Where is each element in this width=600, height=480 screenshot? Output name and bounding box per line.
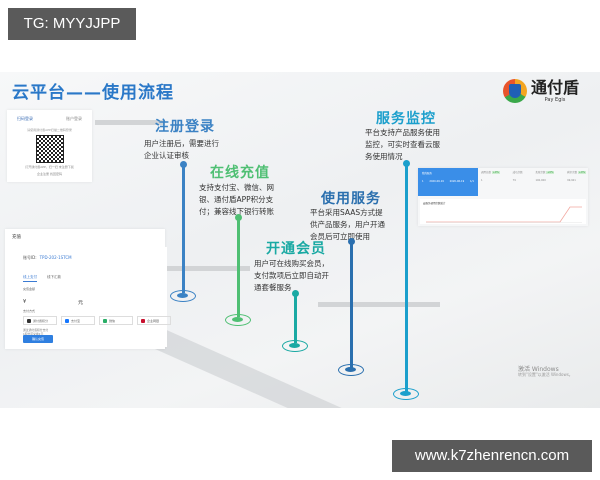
service-panel: 我的服务 1 2020-06-19 2020-06-19 1/1	[418, 168, 478, 196]
method-bank[interactable]: 企业网银	[137, 316, 171, 325]
timeline-pole	[350, 241, 353, 368]
divider-line	[318, 302, 440, 307]
qr-footer-line2: 企业注册 找回密码	[37, 172, 62, 176]
step-title-monitor: 服务监控	[376, 111, 436, 127]
payment-note: 通过通付盾积分支付 1积分可兑换1元	[23, 328, 49, 336]
slide: 云平台——使用流程 通付盾 Pay Egis 扫码登录 账户登录 请使用通付盾A…	[0, 72, 600, 408]
step-title-register: 注册登录	[155, 119, 215, 135]
step-title-recharge: 在线充值	[210, 165, 270, 181]
amount-label: 充值金额	[23, 287, 36, 291]
pole-base-icon	[338, 364, 364, 376]
method-alipay[interactable]: 支付宝	[61, 316, 95, 325]
confirm-recharge-button[interactable]: 确认充值	[23, 335, 53, 343]
divider-line	[100, 266, 250, 271]
step-desc-membership: 用户可在线购买会员， 支付款项后立即自动开 通套餐服务	[254, 259, 329, 292]
usage-chart: 云服务调用次数统计	[420, 199, 586, 224]
stat-remaining: 剩余次数 +0%99,921	[567, 171, 586, 182]
paytegis-logo: 通付盾 Pay Egis	[503, 76, 579, 106]
slide-title: 云平台——使用流程	[12, 83, 174, 103]
qr-subtitle: 请使用通付盾APP扫描二维码登录	[27, 128, 72, 132]
pole-base-icon	[170, 290, 196, 302]
timeline-pole	[294, 293, 297, 343]
timeline-pole	[182, 164, 185, 293]
recharge-header: 充值	[12, 235, 21, 240]
logo-name-cn: 通付盾	[531, 78, 580, 97]
shield-logo-icon	[503, 79, 527, 103]
step-desc-register: 用户注册后，需要进行 企业认证审核	[144, 139, 219, 160]
logo-name-en: Pay Egis	[544, 97, 566, 103]
step-desc-monitor: 平台支持产品服务使用 监控，可实时查看云服 务使用情况	[365, 128, 440, 161]
tab-qr-login[interactable]: 扫码登录	[17, 116, 33, 121]
tab-offline-transfer[interactable]: 线下汇款	[47, 275, 61, 279]
step-desc-use-service: 平台采用SAAS方式提 供产品服务，用户开通 会员后可立即使用	[310, 208, 385, 241]
timeline-pole	[237, 217, 240, 317]
step-desc-recharge: 支持支付宝、微信、网 银、通付盾APP积分支 付；兼容线下银行转账	[199, 183, 274, 216]
account-id: 账号ID:TPD-202-1STCM	[23, 255, 72, 260]
tab-online-payment[interactable]: 线上支付	[23, 275, 37, 282]
tab-account-login[interactable]: 账户登录	[66, 116, 82, 121]
windows-activation-title: 激活 Windows	[518, 366, 559, 373]
timeline-pole	[405, 163, 408, 393]
qr-login-card: 扫码登录 账户登录 请使用通付盾APP扫描二维码登录 打开通付盾APP，扫一扫 …	[7, 110, 92, 182]
watermark-top: TG: MYYJJPP	[8, 8, 136, 40]
method-points[interactable]: 通付盾积分	[23, 316, 57, 325]
stat-failed: 失败次数 +0%100,000	[535, 171, 555, 182]
account-id-value: TPD-202-1STCM	[39, 255, 72, 260]
pole-base-icon	[225, 314, 251, 326]
recharge-card: 充值 账号ID:TPD-202-1STCM 线上支付 线下汇款 充值金额 ¥ 元…	[5, 229, 171, 349]
watermark-bottom: www.k7zhenrencn.com	[392, 440, 592, 472]
stat-total: 调用总数 +0%1	[481, 171, 500, 182]
pole-base-icon	[282, 340, 308, 352]
step-title-membership: 开通会员	[266, 241, 326, 257]
payment-method-label: 支付方式	[23, 309, 36, 313]
step-title-use-service: 使用服务	[321, 191, 381, 207]
divider-line	[95, 120, 165, 125]
monitor-dashboard-card: 我的服务 1 2020-06-19 2020-06-19 1/1 调用总数 +0…	[418, 168, 588, 226]
windows-activation-hint: 转到"设置"以激活 Windows。	[518, 372, 573, 377]
qr-code-icon	[36, 135, 64, 163]
qr-footer-line1: 打开通付盾APP，扫一扫 未注册下载	[25, 165, 74, 169]
method-wechat[interactable]: 微信	[99, 316, 133, 325]
usage-line-chart	[426, 206, 582, 223]
pole-base-icon	[393, 388, 419, 400]
amount-input[interactable]: ¥ 元	[23, 299, 83, 306]
